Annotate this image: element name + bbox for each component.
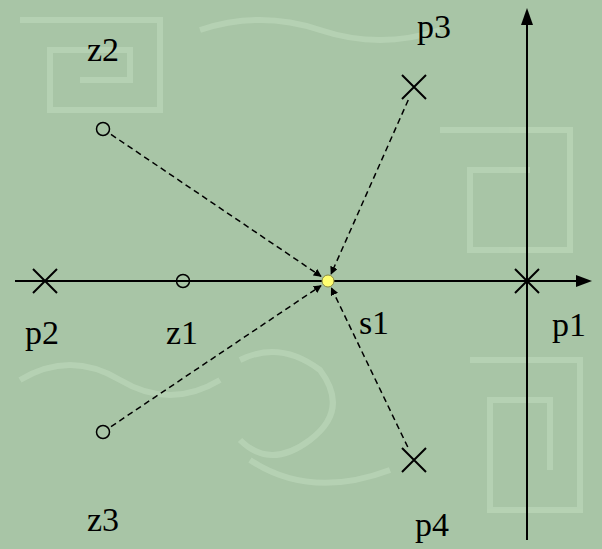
axis-arrowhead (521, 8, 533, 25)
cross-symbol (401, 447, 427, 473)
circle-symbol (95, 424, 111, 440)
circle-symbol (95, 121, 111, 137)
cross-symbol (514, 268, 540, 294)
zero-marker: z1 (175, 273, 191, 289)
point-label: p4 (415, 508, 449, 542)
point-label: p2 (25, 316, 59, 350)
zero-marker: z3 (95, 424, 111, 440)
pole-marker: p2 (32, 268, 58, 294)
dashed-arrow (111, 286, 321, 427)
pole-marker: p4 (401, 447, 427, 473)
point-label: z3 (87, 503, 119, 537)
zero-marker: z2 (95, 121, 111, 137)
cross-symbol (32, 268, 58, 294)
test-point: s1 (321, 274, 335, 288)
coordinate-axes (15, 8, 592, 540)
pole-marker: p1 (514, 268, 540, 294)
dashed-arrow (331, 100, 408, 274)
point-label: p1 (552, 308, 586, 342)
dot-symbol (321, 274, 335, 288)
axis-arrowhead (576, 275, 592, 287)
point-label: p3 (417, 10, 451, 44)
background-pattern (20, 20, 580, 510)
cross-symbol (401, 74, 427, 100)
circle-symbol (175, 273, 191, 289)
point-label: z1 (166, 316, 198, 350)
real-axis (15, 280, 584, 282)
point-label: s1 (359, 306, 389, 340)
dashed-arrow (111, 134, 321, 276)
pole-marker: p3 (401, 74, 427, 100)
point-label: z2 (87, 33, 119, 67)
dashed-arrow (331, 288, 407, 447)
